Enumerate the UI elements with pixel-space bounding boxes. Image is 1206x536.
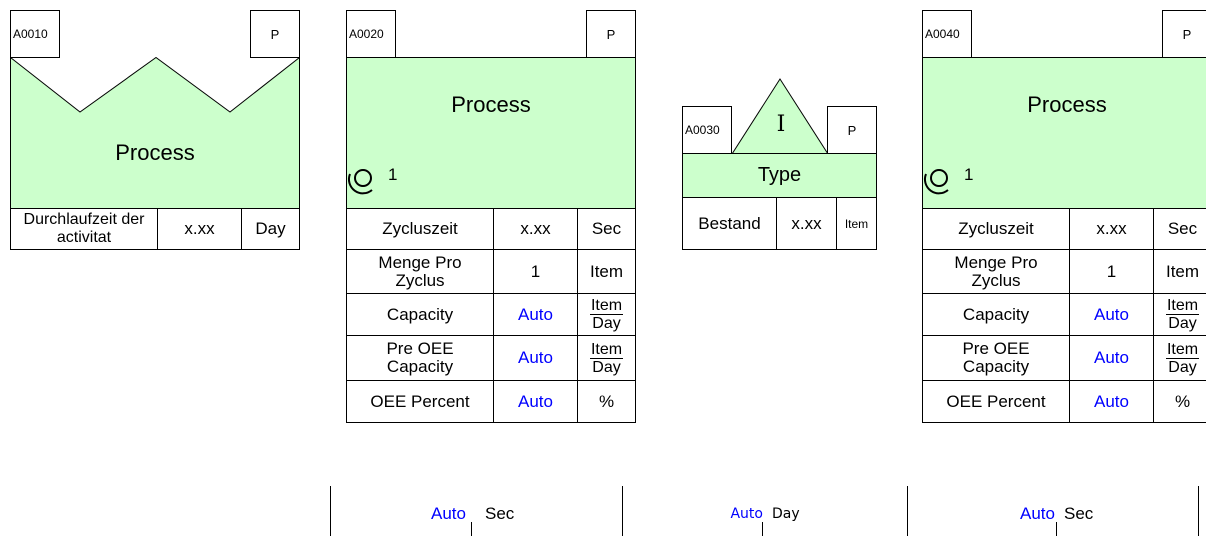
unit-numerator: Item (1165, 340, 1200, 359)
activity-id: A0040 (922, 10, 972, 58)
timeline-unit: Day (772, 506, 800, 522)
row-label: Zycluszeit (346, 208, 494, 250)
row-label: Capacity (346, 293, 494, 336)
unit-denominator: Day (592, 315, 621, 332)
timeline-segment[interactable]: Auto Day (623, 486, 907, 536)
activity-id: A0020 (346, 10, 396, 58)
activity-p-badge: P (827, 106, 877, 154)
row-value: Auto (493, 380, 578, 423)
timeline-tick (762, 522, 763, 536)
row-label: Menge Pro Zyclus (922, 249, 1070, 294)
row-label: Durchlaufzeit der activitat (10, 208, 158, 250)
row-unit: Day (241, 208, 300, 250)
process-body (346, 57, 636, 209)
row-unit: Sec (1153, 208, 1206, 250)
timeline-divider (907, 486, 908, 536)
activity-p-badge: P (250, 10, 300, 58)
resource-count: 1 (388, 165, 398, 184)
row-label: Pre OEE Capacity (346, 335, 494, 381)
inventory-symbol: I (776, 112, 786, 137)
row-value: Auto (1069, 293, 1154, 336)
timeline: Auto Sec Auto Day Auto Sec (0, 486, 1206, 536)
activity-a0020[interactable]: A0020 P Process 1 Zycluszeit x.xx Sec Me… (346, 10, 636, 440)
activity-a0030[interactable]: A0030 P I Type Bestand x.xx Item (682, 78, 877, 250)
row-label: Capacity (922, 293, 1070, 336)
row-label: Pre OEE Capacity (922, 335, 1070, 381)
row-value: Auto (493, 293, 578, 336)
process-shape (10, 57, 300, 209)
timeline-segment[interactable]: Auto Sec (908, 486, 1198, 536)
unit-denominator: Day (592, 358, 621, 376)
unit-denominator: Day (1168, 315, 1197, 332)
row-unit: % (1153, 380, 1206, 423)
row-value: x.xx (157, 208, 242, 250)
timeline-unit: Sec (1064, 504, 1094, 523)
row-value: x.xx (493, 208, 578, 250)
row-label: Menge Pro Zyclus (346, 249, 494, 294)
process-title: Process (115, 140, 195, 165)
inventory-title: Type (757, 164, 802, 186)
timeline-value: Auto (431, 504, 466, 523)
unit-numerator: Item (589, 340, 624, 359)
row-value: x.xx (776, 197, 837, 250)
row-unit: % (577, 380, 636, 423)
activity-p-badge: P (586, 10, 636, 58)
activity-id: A0010 (10, 10, 60, 58)
row-value: Auto (1069, 335, 1154, 381)
row-label: OEE Percent (922, 380, 1070, 423)
row-value: 1 (1069, 249, 1154, 294)
timeline-tick (1056, 522, 1057, 536)
activity-a0010[interactable]: A0010 P Process Durchlaufzeit der activi… (10, 10, 300, 250)
timeline-segment[interactable]: Auto Sec (331, 486, 622, 536)
resource-icon (347, 169, 373, 195)
resource-icon (923, 169, 949, 195)
resource-count: 1 (964, 165, 974, 184)
row-value: x.xx (1069, 208, 1154, 250)
timeline-divider (330, 486, 331, 536)
row-label: Bestand (682, 197, 777, 250)
timeline-unit: Sec (485, 504, 515, 523)
row-unit: Item (1153, 249, 1206, 294)
activity-a0040[interactable]: A0040 P Process 1 Zycluszeit x.xx Sec Me… (922, 10, 1206, 440)
row-value: Auto (1069, 380, 1154, 423)
inventory-body (682, 153, 877, 198)
process-body (922, 57, 1206, 209)
row-unit: Sec (577, 208, 636, 250)
row-unit: Item (836, 197, 877, 250)
row-value: 1 (493, 249, 578, 294)
unit-numerator: Item (1165, 297, 1200, 315)
activity-p-badge: P (1162, 10, 1206, 58)
timeline-divider (622, 486, 623, 536)
timeline-value: Auto (730, 506, 763, 522)
timeline-value: Auto (1020, 504, 1055, 523)
timeline-tick (471, 522, 472, 536)
row-value: Auto (493, 335, 578, 381)
row-label: Zycluszeit (922, 208, 1070, 250)
timeline-divider (1198, 486, 1199, 536)
row-unit: Item (577, 249, 636, 294)
activity-id: A0030 (682, 106, 732, 154)
process-title: Process (451, 92, 531, 117)
row-label: OEE Percent (346, 380, 494, 423)
unit-denominator: Day (1168, 358, 1197, 376)
process-title: Process (1027, 92, 1107, 117)
unit-numerator: Item (589, 297, 624, 315)
